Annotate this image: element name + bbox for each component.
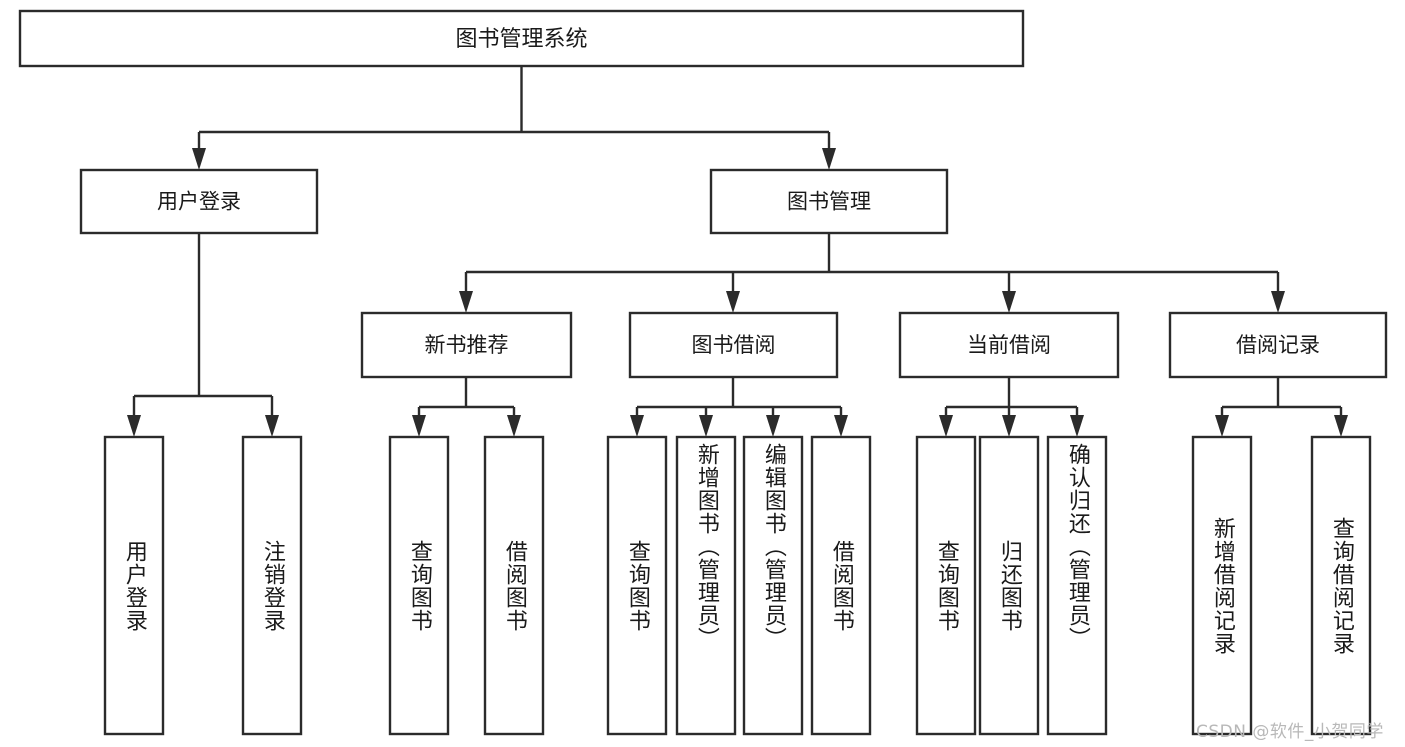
arrow-leaf-add-record [1215, 415, 1229, 437]
leaf-box-add-book[interactable] [675, 435, 737, 736]
leaf-box-logout[interactable] [241, 435, 303, 736]
arrow-leaf-query-record [1334, 415, 1348, 437]
edge-newbook-bus [417, 377, 516, 419]
edge-root-bus [197, 66, 831, 152]
leaf-box-query-book-3[interactable] [915, 435, 977, 736]
node-new-book-recommend-box[interactable] [360, 311, 573, 379]
node-book-management[interactable]: 图书管理 [709, 168, 949, 235]
node-borrow-record-box[interactable] [1168, 311, 1388, 379]
leaf-box-return-book[interactable] [978, 435, 1040, 736]
node-book-management-label: 图书管理 [787, 190, 871, 214]
edge-userlogin-bus [132, 233, 274, 419]
arrow-leaf-query-book-2 [630, 415, 644, 437]
node-user-login[interactable]: 用户登录 [79, 168, 319, 235]
arrow-to-user-login [192, 148, 206, 170]
edge-bookmgmt-bus [464, 233, 1280, 295]
node-borrow-record-label: 借阅记录 [1236, 333, 1320, 357]
arrow-to-book-mgmt [822, 148, 836, 170]
leaf-box-borrow-book-2[interactable] [810, 435, 872, 736]
node-new-book-recommend-label: 新书推荐 [425, 333, 509, 357]
csdn-watermark: CSDN @软件_小贺同学 [1196, 722, 1384, 742]
node-book-borrow-box[interactable] [628, 311, 839, 379]
edge-borrowrecord-bus [1220, 377, 1343, 419]
node-book-borrow[interactable]: 图书借阅 [628, 311, 839, 379]
edge-currentborrow-bus [944, 377, 1079, 419]
node-current-borrow-label: 当前借阅 [967, 333, 1051, 357]
arrow-leaf-query-book-3 [939, 415, 953, 437]
leaf-box-add-record[interactable] [1191, 435, 1253, 736]
leaf-box-layer[interactable] [103, 435, 1372, 736]
leaf-box-query-book-2[interactable] [606, 435, 668, 736]
arrow-leaf-borrow-book-1 [507, 415, 521, 437]
node-borrow-record[interactable]: 借阅记录 [1168, 311, 1388, 379]
edge-layer [127, 66, 1348, 437]
node-root[interactable]: 图书管理系统 [18, 9, 1025, 68]
leaf-box-user-login[interactable] [103, 435, 165, 736]
arrow-to-current-borrow [1002, 291, 1016, 313]
arrow-leaf-edit-book [766, 415, 780, 437]
arrow-leaf-borrow-book-2 [834, 415, 848, 437]
leaf-box-edit-book[interactable] [742, 435, 804, 736]
arrow-to-borrow-record [1271, 291, 1285, 313]
leaf-box-query-record[interactable] [1310, 435, 1372, 736]
node-current-borrow-box[interactable] [898, 311, 1120, 379]
node-book-borrow-label: 图书借阅 [692, 333, 776, 357]
edge-bookborrow-bus [635, 377, 843, 419]
arrow-leaf-user-login [127, 415, 141, 437]
leaf-box-confirm-return[interactable] [1046, 435, 1108, 736]
arrow-leaf-add-book [699, 415, 713, 437]
leaf-box-query-book-1[interactable] [388, 435, 450, 736]
node-book-management-box[interactable] [709, 168, 949, 235]
node-root-box[interactable] [18, 9, 1025, 68]
arrow-leaf-confirm-return [1070, 415, 1084, 437]
leaf-box-borrow-book-1[interactable] [483, 435, 545, 736]
arrow-leaf-return-book [1002, 415, 1016, 437]
arrow-leaf-logout [265, 415, 279, 437]
arrow-leaf-query-book-1 [412, 415, 426, 437]
node-current-borrow[interactable]: 当前借阅 [898, 311, 1120, 379]
node-user-login-label: 用户登录 [157, 190, 241, 214]
arrow-to-book-borrow [726, 291, 740, 313]
arrow-to-new-book-rec [459, 291, 473, 313]
node-user-login-box[interactable] [79, 168, 319, 235]
node-root-label: 图书管理系统 [455, 27, 587, 52]
node-new-book-recommend[interactable]: 新书推荐 [360, 311, 573, 379]
